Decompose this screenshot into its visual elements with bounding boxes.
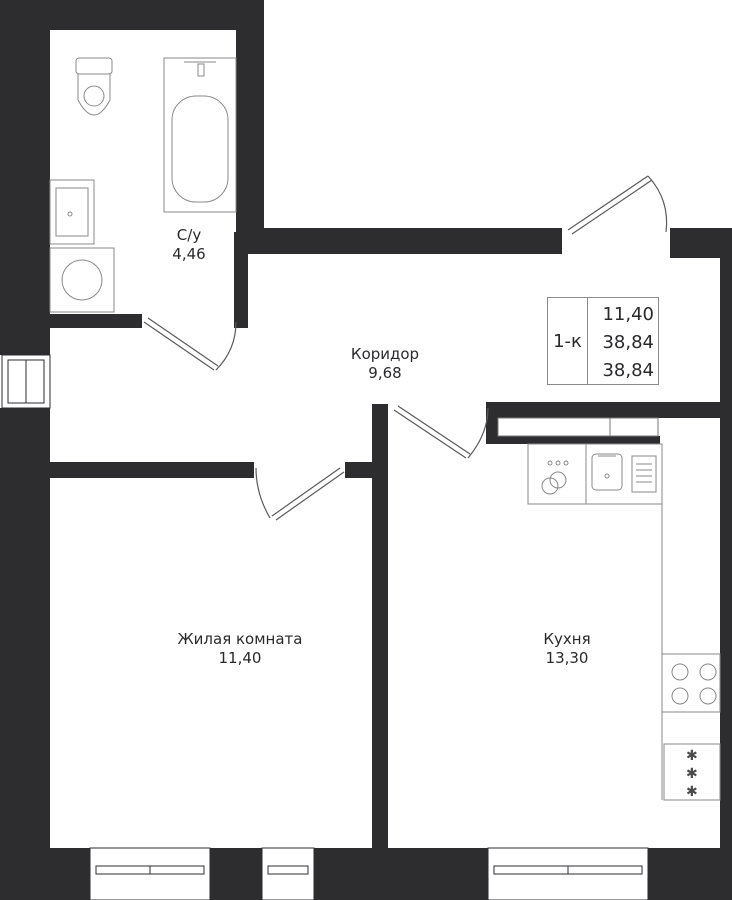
- room-label-kitchen: Кухня 13,30: [543, 630, 590, 668]
- doors: [143, 175, 668, 521]
- svg-text:✱: ✱: [686, 784, 698, 800]
- sink-icon: [49, 179, 95, 245]
- fridge-snowflakes: ✱ ✱ ✱: [686, 748, 698, 800]
- wall-left-top: [0, 0, 50, 355]
- wall-kitchen-shaft: [486, 402, 498, 444]
- room-label-bathroom: С/у 4,46: [172, 226, 205, 264]
- apartment-summary: 1-к 11,40 38,84 38,84: [547, 297, 659, 385]
- wall-kitchen-shaft-b: [486, 436, 660, 444]
- door-living: [255, 467, 345, 521]
- bathroom-vent: [58, 30, 232, 42]
- apartment-type: 1-к: [553, 331, 582, 352]
- wall-bathroom-right: [234, 232, 248, 328]
- wall-living-top-right: [345, 462, 373, 478]
- toilet-icon: [75, 57, 113, 116]
- kitchen-fixtures: [527, 443, 721, 801]
- fridge-icon: [663, 743, 721, 801]
- room-area: 13,30: [545, 649, 589, 667]
- door-kitchen: [393, 405, 489, 459]
- room-name: Коридор: [350, 345, 420, 363]
- wall-middle: [372, 404, 388, 900]
- drainboard-icon: [631, 455, 657, 493]
- total-area: 38,84: [602, 332, 654, 353]
- bathroom-fixtures: [49, 57, 237, 313]
- room-label-living: Жилая комната 11,40: [178, 630, 303, 668]
- dishwasher-icon: [541, 460, 569, 495]
- room-area: 9,68: [368, 364, 402, 382]
- svg-text:✱: ✱: [686, 748, 698, 764]
- room-name: Кухня: [543, 630, 591, 648]
- wall-right-top: [236, 0, 264, 232]
- kitchen-sink-icon: [591, 453, 623, 491]
- room-name: С/у: [176, 226, 202, 244]
- svg-text:✱: ✱: [686, 766, 698, 782]
- door-bathroom: [143, 317, 237, 371]
- kitchen-counter: [527, 443, 663, 505]
- door-entry: [567, 175, 668, 235]
- bathtub-icon: [163, 57, 237, 213]
- room-area: 4,46: [172, 245, 206, 263]
- living-area: 11,40: [602, 304, 654, 325]
- windows: [1, 354, 649, 900]
- inner-lines: [497, 417, 659, 437]
- room-name: Жилая комната: [177, 630, 303, 648]
- stove-icon: [661, 653, 721, 713]
- wall-living-top-left: [50, 462, 254, 478]
- wall-right: [720, 228, 732, 900]
- wall-left-bottom: [0, 408, 50, 900]
- total-area-2: 38,84: [602, 360, 654, 381]
- wall-corridor-top: [248, 228, 562, 254]
- room-area: 11,40: [218, 649, 262, 667]
- summary-divider: [587, 298, 588, 384]
- wall-bathroom-bottom: [50, 314, 142, 328]
- room-label-corridor: Коридор 9,68: [351, 345, 419, 383]
- washing-machine-icon: [49, 247, 115, 313]
- wall-kitchen-top: [486, 402, 732, 418]
